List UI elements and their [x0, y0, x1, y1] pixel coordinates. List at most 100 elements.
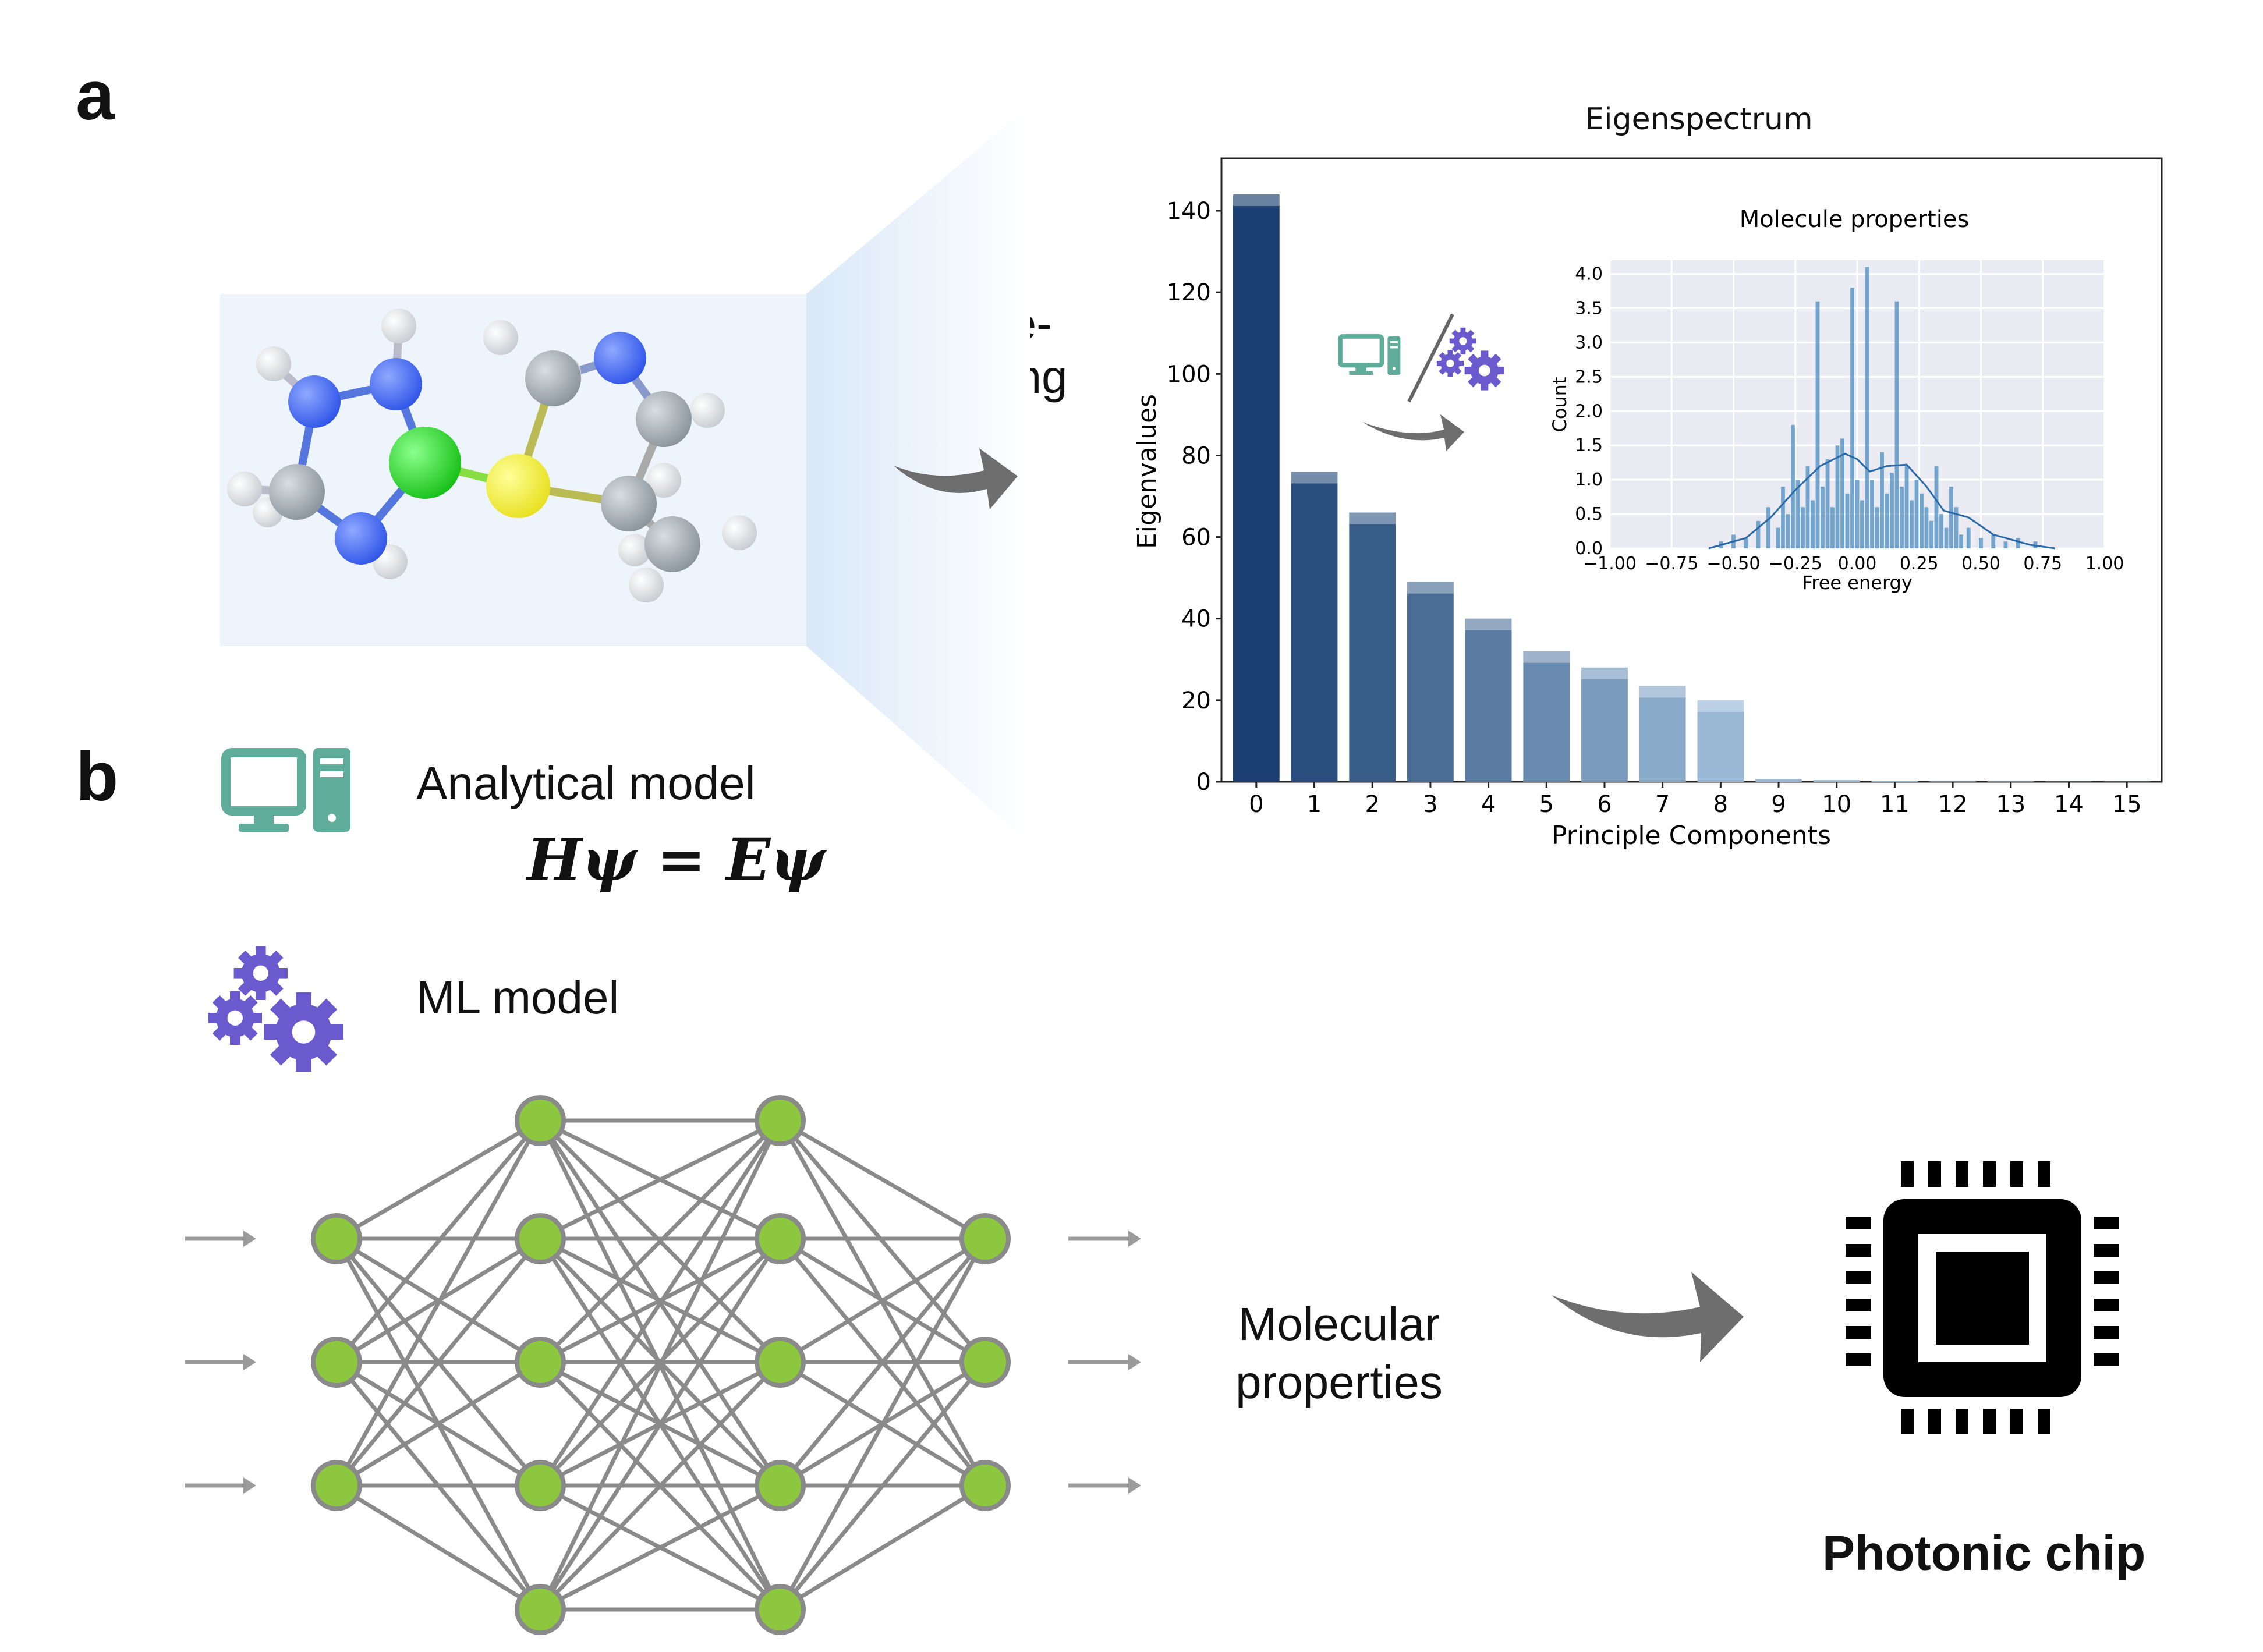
inset-xtick-label: 0.50 [1961, 554, 2000, 574]
eigen-ytick-label: 0 [1196, 769, 1211, 796]
inset-hist-bar [1880, 452, 1884, 548]
chip-pin [1956, 1161, 1968, 1187]
nn-neuron [311, 1337, 362, 1388]
inset-hist-bar [1766, 507, 1770, 548]
nn-edge [335, 1360, 541, 1487]
inset-xtick-label: 0.75 [2023, 554, 2062, 574]
chip-pin [2094, 1271, 2119, 1284]
eigen-ytick-label: 80 [1181, 442, 1211, 469]
inset-title: Molecule properties [1740, 206, 1970, 233]
eigen-ytick-label: 40 [1181, 606, 1211, 633]
io-arrow-head [243, 1231, 256, 1247]
eigen-bar-band [1349, 512, 1396, 524]
nn-neuron [311, 1460, 362, 1511]
inset-hist-bar [1781, 486, 1785, 548]
nn-edge [778, 1360, 987, 1611]
nn-neuron [515, 1213, 566, 1264]
eigen-bar-band [1523, 651, 1570, 663]
eigen-bar [1987, 781, 2034, 782]
inset-hist-bar [1900, 486, 1904, 548]
io-arrows [185, 1231, 1141, 1494]
inset-hist-bar [1865, 267, 1869, 548]
ml-model-label: ML model [416, 972, 619, 1023]
inset-hist-bar [1924, 507, 1929, 548]
nn-edge [539, 1119, 782, 1487]
chip-pin [1846, 1271, 1871, 1284]
eigen-bar [1465, 618, 1512, 782]
inset-hist-bar [1811, 500, 1815, 548]
inset-hist-bar [2016, 538, 2020, 548]
nn-edge [335, 1119, 542, 1364]
inset-hist-bar [1885, 493, 1889, 548]
eigenspectrum-ylabel: Eigenvalues [1132, 394, 1162, 549]
chip-pin [2094, 1217, 2119, 1229]
inset-hist-bar [1791, 424, 1795, 548]
inset-xtick-label: −0.25 [1769, 554, 1822, 574]
eigen-xtick-label: 10 [1822, 791, 1851, 818]
chip-pin [2094, 1299, 2119, 1311]
io-arrow-head [243, 1477, 256, 1494]
nn-edge [779, 1484, 986, 1611]
nn-neuron [959, 1213, 1011, 1264]
nn-edge [778, 1119, 987, 1364]
preprocess-arrow-icon [894, 448, 1018, 509]
eigen-bar [1581, 667, 1628, 782]
inset-hist-bar [1894, 301, 1899, 548]
photonic-chip-label: Photonic chip [1822, 1526, 2146, 1580]
nn-edge [538, 1119, 782, 1611]
eigen-bar-band [1639, 686, 1686, 698]
eigen-bar [1639, 686, 1686, 782]
inset-hist-bar [1840, 438, 1844, 548]
chip-pin [1901, 1161, 1914, 1187]
chip-pin [1928, 1409, 1941, 1434]
chip-pin [1928, 1161, 1941, 1187]
inset-ytick-label: 3.5 [1575, 299, 1603, 319]
eigen-xtick-label: 13 [1996, 791, 2025, 818]
nn-edge [334, 1119, 543, 1487]
inset-hist-bar [1910, 500, 1914, 548]
inset-hist-bar [1855, 480, 1860, 548]
nn-neuron [311, 1213, 362, 1264]
slash-divider [1407, 313, 1454, 403]
inset-ytick-label: 0.0 [1575, 538, 1603, 559]
inset-hist-bar [1979, 538, 1983, 548]
chip-pin [2010, 1409, 2023, 1434]
chip-pin [1846, 1217, 1871, 1229]
eigen-xtick-label: 12 [1938, 791, 1968, 818]
inset-hist-bar [1949, 486, 1953, 548]
eigenspectrum-bars [1233, 194, 2151, 782]
inset-hist-bar [1954, 507, 1959, 548]
eigen-bar [1233, 194, 1280, 782]
nn-edge [539, 1483, 781, 1612]
eigen-bar-band [1407, 582, 1454, 594]
chip-pin [1846, 1326, 1871, 1339]
chip-pin [1901, 1409, 1914, 1434]
inset-xtick-label: −1.00 [1583, 554, 1637, 574]
inset-ytick-label: 1.0 [1575, 470, 1603, 490]
chip-pin [1846, 1353, 1871, 1366]
chip-arrow-icon [1552, 1272, 1744, 1362]
eigen-bar [1291, 472, 1338, 782]
eigen-xtick-label: 9 [1771, 791, 1786, 818]
io-arrow-head [1128, 1477, 1141, 1494]
eigen-xtick-label: 15 [2112, 791, 2142, 818]
inset-hist-bar [1795, 480, 1800, 548]
nn-neuron [959, 1337, 1011, 1388]
inset-hist-bar [1991, 534, 1996, 548]
inset-hist-bar [1870, 480, 1874, 548]
inset-hist-bar [1805, 466, 1810, 548]
eigenspectrum-xlabel: Principle Components [1552, 821, 1831, 850]
inset-hist-bar [1944, 527, 1949, 548]
eigen-xtick-label: 6 [1597, 791, 1612, 818]
schrodinger-equation: Hψ = Eψ [527, 825, 826, 894]
inset-ytick-label: 1.5 [1575, 435, 1603, 456]
eigen-xtick-label: 1 [1307, 791, 1322, 818]
eigen-bar [1929, 781, 1976, 782]
computer-icon [221, 748, 350, 832]
nn-edge [539, 1360, 782, 1611]
inset-arrow-icon [1362, 414, 1464, 451]
inset-hist-bar [1929, 520, 1933, 548]
eigen-bar [1697, 700, 1744, 782]
nn-edge [335, 1118, 541, 1241]
